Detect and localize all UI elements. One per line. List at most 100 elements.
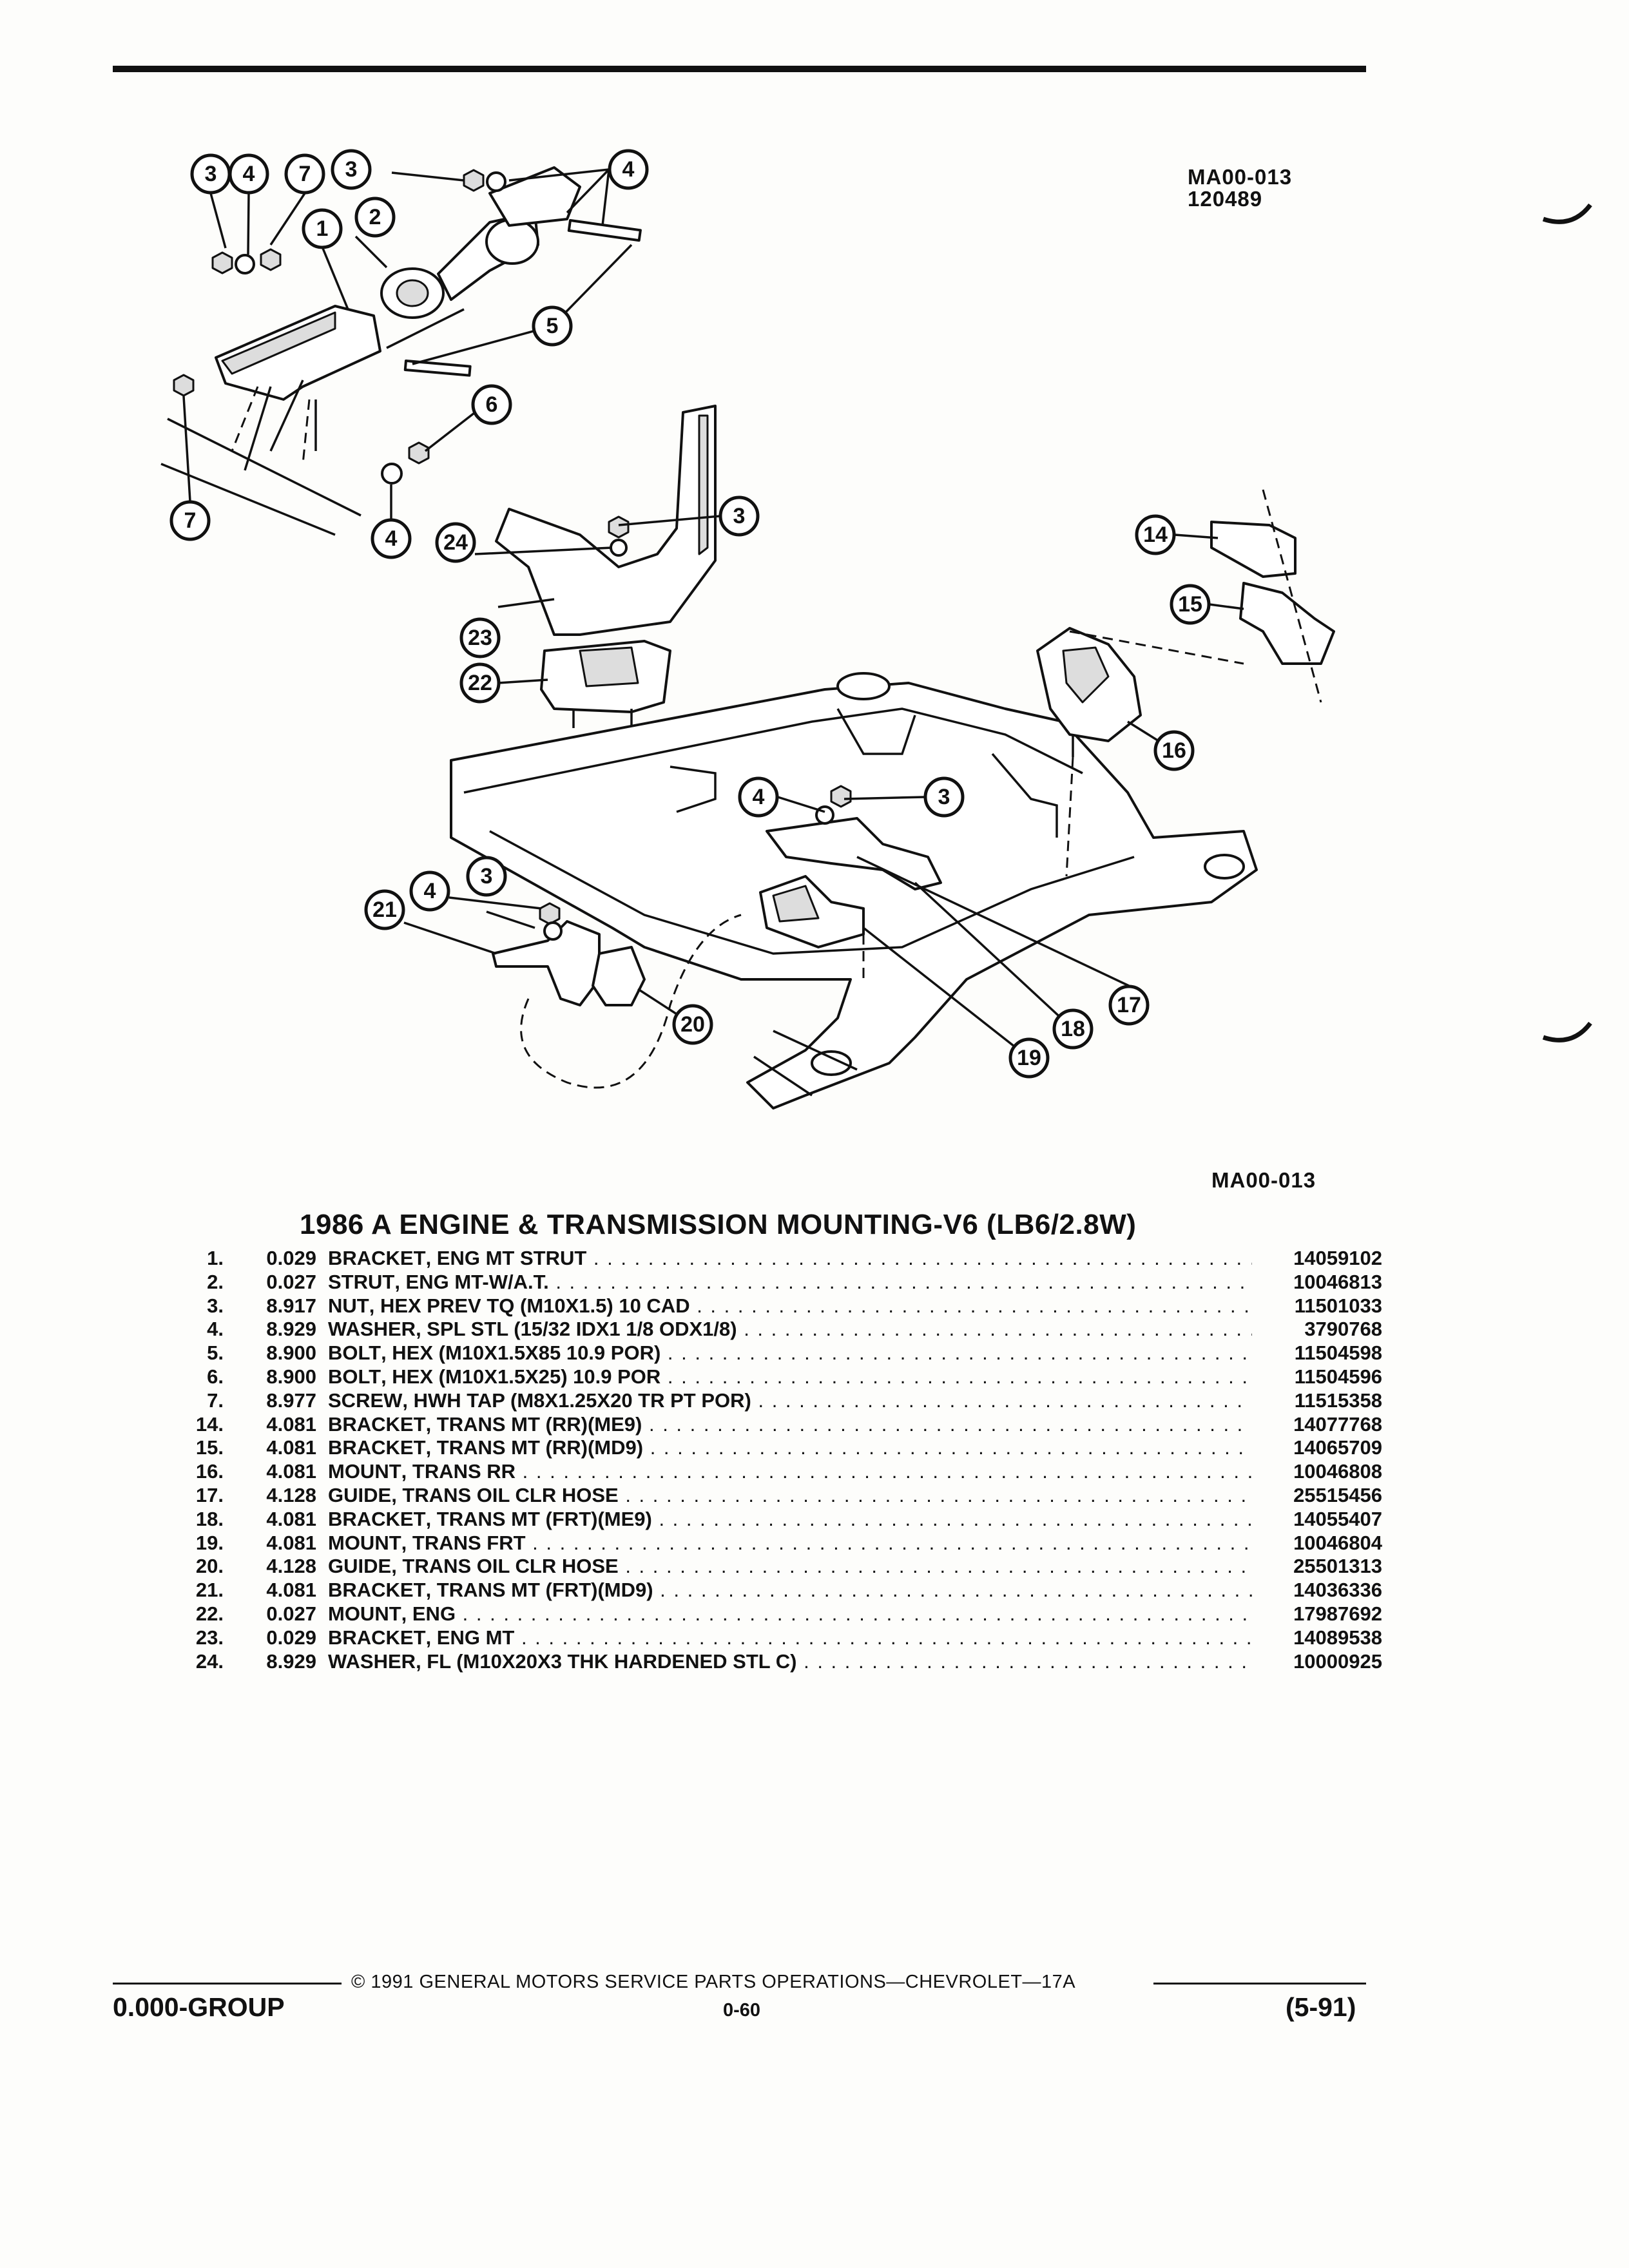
- part-number: 14036336: [1293, 1579, 1382, 1602]
- part-number: 11504598: [1294, 1341, 1382, 1365]
- engine-mount: [540, 640, 671, 812]
- svg-text:3: 3: [938, 785, 950, 809]
- header-rule: [113, 66, 1366, 72]
- callout-2: 2: [354, 197, 396, 238]
- part-name: MOUNT: [328, 1602, 401, 1625]
- part-number: 25515456: [1293, 1483, 1382, 1506]
- svg-text:15: 15: [1178, 592, 1202, 617]
- svg-text:23: 23: [468, 626, 492, 650]
- svg-text:2: 2: [369, 205, 381, 229]
- svg-text:1: 1: [316, 216, 329, 241]
- callout-4d: 4: [738, 776, 779, 818]
- part-description: , HEX PREV TQ (M10X1.5) 10 CAD: [369, 1294, 1252, 1318]
- part-number: 14089538: [1293, 1626, 1382, 1649]
- part-name: GUIDE: [328, 1555, 392, 1578]
- footer-copyright: © 1991 GENERAL MOTORS SERVICE PARTS OPER…: [351, 1972, 1076, 1992]
- callout-3c: 3: [718, 495, 760, 537]
- part-description: , FL (M10X20X3 THK HARDENED STL C): [416, 1650, 1252, 1674]
- callout-18: 18: [1052, 1008, 1094, 1050]
- part-name: BRACKET: [328, 1412, 426, 1436]
- group-code: 4.081: [266, 1412, 316, 1436]
- part-name: MOUNT: [328, 1531, 401, 1554]
- footer-rule-right: [1153, 1983, 1366, 1984]
- item-number: 14.: [195, 1412, 224, 1436]
- part-name: GUIDE: [328, 1483, 392, 1506]
- part-description: , TRANS MT (RR)(MD9): [426, 1436, 1252, 1460]
- part-name: BOLT: [328, 1365, 381, 1388]
- part-number: 11501033: [1294, 1294, 1382, 1317]
- callout-3d: 3: [923, 776, 965, 818]
- item-number: 5.: [207, 1341, 224, 1365]
- item-number: 2.: [207, 1270, 224, 1293]
- svg-text:14: 14: [1143, 523, 1168, 547]
- svg-text:3: 3: [733, 504, 746, 528]
- item-number: 16.: [195, 1460, 224, 1483]
- part-name: SCREW: [328, 1389, 403, 1412]
- part-number: 14059102: [1293, 1247, 1382, 1269]
- item-number: 1.: [207, 1247, 224, 1269]
- svg-text:19: 19: [1017, 1046, 1041, 1070]
- part-number: 10046808: [1293, 1460, 1382, 1483]
- svg-text:5: 5: [546, 314, 559, 338]
- item-number: 18.: [195, 1507, 224, 1530]
- binder-mark-2: [1542, 1021, 1592, 1043]
- group-code: 4.128: [266, 1555, 316, 1578]
- svg-text:16: 16: [1162, 738, 1186, 763]
- callout-19: 19: [1008, 1037, 1050, 1079]
- group-code: 4.081: [266, 1460, 316, 1483]
- engine-bracket: [495, 405, 717, 636]
- part-name: WASHER: [328, 1649, 416, 1673]
- fasteners-top: [173, 169, 506, 485]
- svg-text:4: 4: [424, 879, 436, 903]
- callout-23: 23: [459, 617, 501, 658]
- part-description: , TRANS FRT: [401, 1532, 1252, 1555]
- part-number: 25501313: [1293, 1555, 1382, 1578]
- part-number: 11504596: [1294, 1365, 1382, 1388]
- callout-1: 1: [302, 208, 343, 249]
- svg-text:4: 4: [243, 162, 255, 186]
- callout-6: 6: [471, 384, 512, 425]
- callout-5: 5: [532, 305, 573, 347]
- item-number: 23.: [195, 1626, 224, 1649]
- engine-cradle: [450, 672, 1258, 1110]
- group-code: 4.081: [266, 1436, 316, 1459]
- binder-mark-1: [1542, 203, 1592, 224]
- figure-code: MA00-013: [1188, 165, 1293, 189]
- front-trans-mount-parts: [492, 785, 942, 1089]
- group-code: 0.029: [266, 1247, 316, 1269]
- footer-group: 0.000-GROUP: [113, 1992, 285, 2022]
- leader-lines: [182, 168, 1244, 1059]
- figure-date: 120489: [1188, 187, 1263, 211]
- svg-text:24: 24: [443, 530, 468, 555]
- parts-table-title: 1986 A ENGINE & TRANSMISSION MOUNTING-V6…: [300, 1209, 1137, 1240]
- figure-code-top: MA00-013 120489: [1188, 166, 1292, 210]
- part-name: STRUT: [328, 1270, 395, 1293]
- item-number: 22.: [195, 1602, 224, 1625]
- group-code: 0.027: [266, 1602, 316, 1625]
- svg-text:3: 3: [345, 157, 358, 182]
- callout-4c: 4: [371, 518, 412, 559]
- callout-17: 17: [1108, 985, 1150, 1026]
- part-description: , ENG MT-W/A.T.: [394, 1271, 1252, 1294]
- part-name: BRACKET: [328, 1507, 426, 1530]
- part-number: 3790768: [1304, 1318, 1382, 1341]
- callout-4e: 4: [409, 870, 450, 912]
- footer-date: (5-91): [1286, 1992, 1356, 2022]
- svg-text:7: 7: [184, 508, 197, 533]
- part-description: , TRANS OIL CLR HOSE: [391, 1555, 1252, 1579]
- svg-text:20: 20: [680, 1012, 705, 1037]
- group-code: 4.081: [266, 1531, 316, 1554]
- rear-trans-mount: [1036, 627, 1142, 877]
